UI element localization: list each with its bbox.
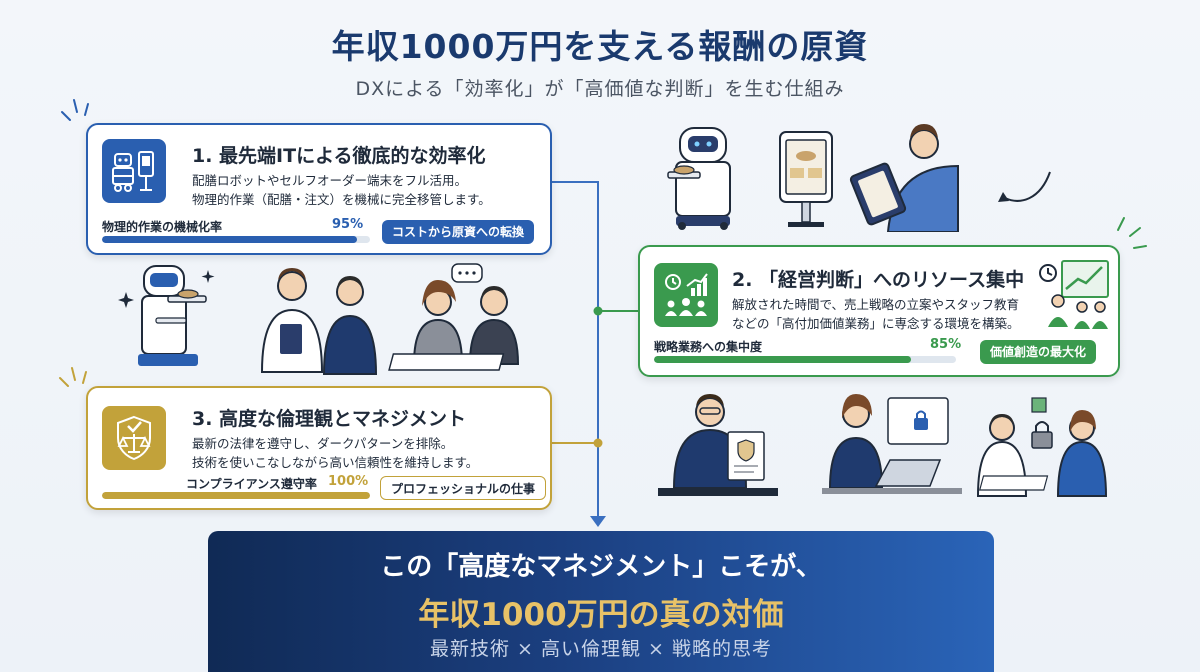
progress-label: 戦略業務への集中度 xyxy=(654,340,763,354)
strategy-chart-icon xyxy=(654,263,718,327)
progress-value: 100% xyxy=(328,474,369,489)
card-description-line1: 配膳ロボットやセルフオーダー端末をフル活用。 xyxy=(192,173,468,188)
card-tag: プロフェッショナルの仕事 xyxy=(380,476,547,500)
card-title: 1. 最先端ITによる徹底的な効率化 xyxy=(192,145,486,167)
card-title: 3. 高度な倫理観とマネジメント xyxy=(192,408,467,430)
progress-bar xyxy=(102,236,370,243)
card-description-line1: 解放された時間で、売上戦略の立案やスタッフ教育 xyxy=(732,297,1020,312)
card-description-line2: などの「高付加価値業務」に専念する環境を構築。 xyxy=(732,316,1020,331)
card-strategy: 2. 「経営判断」へのリソース集中 解放された時間で、売上戦略の立案やスタッフ教… xyxy=(638,245,1120,377)
card-efficiency: 1. 最先端ITによる徹底的な効率化 配膳ロボットやセルフオーダー端末をフル活用… xyxy=(86,123,552,255)
conclusion-banner xyxy=(208,531,994,672)
progress-value: 95% xyxy=(332,217,364,232)
robot-terminal-icon xyxy=(102,139,166,203)
progress-bar-fill xyxy=(654,356,911,363)
conclusion-line3: 最新技術 × 高い倫理観 × 戦略的思考 xyxy=(430,638,772,660)
conclusion-line2: 年収1000万円の真の対価 xyxy=(418,597,784,633)
card-description-line1: 最新の法律を遵守し、ダークパターンを排除。 xyxy=(192,436,454,451)
card-tag: 価値創造の最大化 xyxy=(980,340,1097,364)
serving-robot-kiosk-illustration xyxy=(667,124,959,232)
ethics-scale-icon xyxy=(102,406,166,470)
progress-bar-fill xyxy=(102,236,357,243)
progress-bar xyxy=(102,492,370,499)
progress-value: 85% xyxy=(930,337,962,352)
card-tag: コストから原資への転換 xyxy=(382,220,535,244)
card-title: 2. 「経営判断」へのリソース集中 xyxy=(732,269,1025,291)
compliance-work-illustration xyxy=(658,394,1108,497)
card-description-line2: 物理的作業（配膳・注文）を機械に完全移管します。 xyxy=(192,192,491,207)
progress-bar xyxy=(654,356,956,363)
conclusion-line1: この「高度なマネジメント」こそが、 xyxy=(380,552,822,582)
page-title: 年収1000万円を支える報酬の原資 xyxy=(331,27,869,66)
presentation-icon xyxy=(1039,260,1109,329)
staff-collaboration-illustration xyxy=(138,263,520,375)
card-ethics: 3. 高度な倫理観とマネジメント 最新の法律を遵守し、ダークパターンを排除。 技… xyxy=(86,386,552,510)
progress-label: 物理的作業の機械化率 xyxy=(102,220,223,234)
progress-label: コンプライアンス遵守率 xyxy=(186,477,317,491)
card-description-line2: 技術を使いこなしながら高い信頼性を維持します。 xyxy=(192,455,479,470)
page-subtitle: DXによる「効率化」が「高価値な判断」を生む仕組み xyxy=(355,78,845,100)
progress-bar-fill xyxy=(102,492,370,499)
